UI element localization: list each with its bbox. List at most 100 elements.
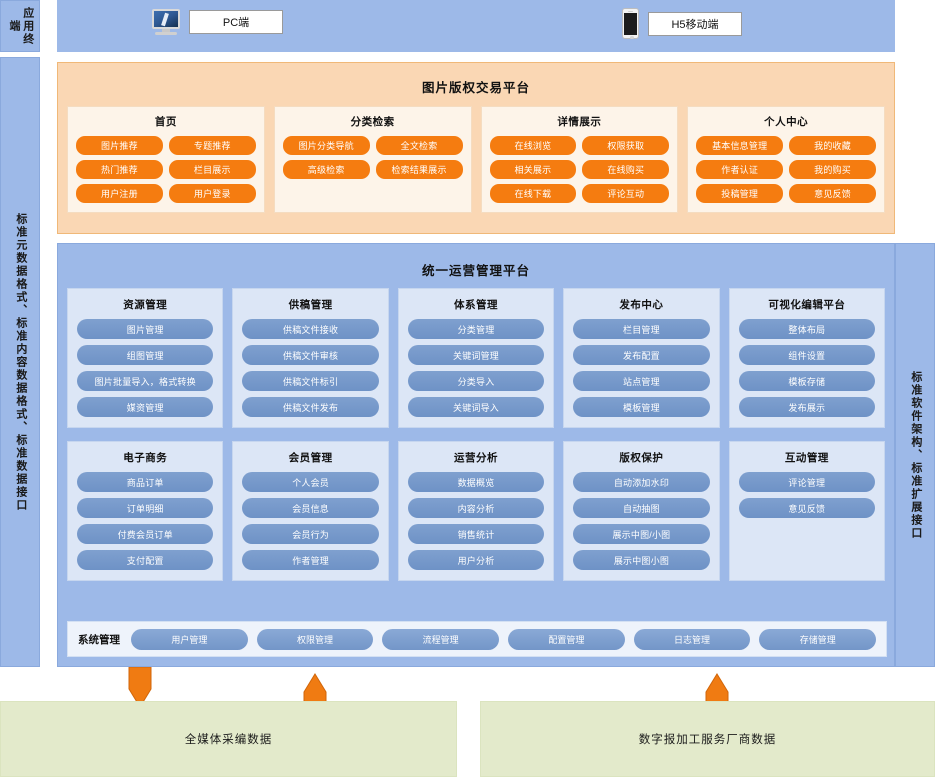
feature-pill[interactable]: 检索结果展示 xyxy=(375,160,463,179)
feature-pill[interactable]: 用户注册 xyxy=(76,184,163,203)
orange-card-title: 个人中心 xyxy=(764,116,809,128)
feature-pill[interactable]: 栏目展示 xyxy=(168,160,256,179)
blue-card-operations-analysis: 运营分析 数据概览 内容分析 销售统计 用户分析 xyxy=(397,441,555,581)
module-pill[interactable]: 会员行为 xyxy=(242,524,379,544)
terminal-pc[interactable]: PC端 xyxy=(152,8,283,36)
blue-card-title: 互动管理 xyxy=(784,452,829,464)
module-pill[interactable]: 用户分析 xyxy=(407,550,545,570)
blue-card-title: 发布中心 xyxy=(619,299,664,311)
feature-pill[interactable]: 图片分类导航 xyxy=(282,136,370,155)
orange-card-detail-display: 详情展示 在线浏览 权限获取 相关展示 在线购买 在线下载 评论互动 xyxy=(480,106,679,213)
feature-pill[interactable]: 用户登录 xyxy=(168,184,256,203)
image-copyright-trading-platform: 图片版权交易平台 首页 图片推荐 专题推荐 热门推荐 栏目展示 用户注册 用户登… xyxy=(57,62,895,234)
module-pill[interactable]: 站点管理 xyxy=(573,371,710,391)
module-pill[interactable]: 商品订单 xyxy=(77,472,214,492)
module-pill[interactable]: 图片管理 xyxy=(77,319,214,339)
desktop-monitor-icon xyxy=(152,8,180,36)
blue-card-contribution-management: 供稿管理 供稿文件接收 供稿文件审核 供稿文件标引 供稿文件发布 xyxy=(232,288,389,428)
feature-pill[interactable]: 高级检索 xyxy=(282,160,370,179)
module-pill[interactable]: 供稿文件审核 xyxy=(242,345,379,365)
arrow-down-orange xyxy=(123,667,157,709)
feature-pill[interactable]: 基本信息管理 xyxy=(696,136,784,155)
system-management-title: 系统管理 xyxy=(78,633,120,646)
blue-platform-title: 统一运营管理平台 xyxy=(421,264,530,278)
module-pill[interactable]: 内容分析 xyxy=(407,498,545,518)
orange-card-personal-center: 个人中心 基本信息管理 我的收藏 作者认证 我的购买 投稿管理 意见反馈 xyxy=(687,106,885,213)
module-pill[interactable]: 自动抽图 xyxy=(573,498,710,518)
blue-card-member-management: 会员管理 个人会员 会员信息 会员行为 作者管理 xyxy=(232,441,389,581)
module-pill[interactable]: 自动添加水印 xyxy=(573,472,710,492)
module-pill[interactable]: 订单明细 xyxy=(77,498,214,518)
module-pill[interactable]: 展示中图/小图 xyxy=(573,524,710,544)
blue-card-resource-management: 资源管理 图片管理 组图管理 图片批量导入，格式转换 媒资管理 xyxy=(67,288,224,428)
blue-card-title: 会员管理 xyxy=(288,452,333,464)
module-pill[interactable]: 分类导入 xyxy=(407,371,545,391)
module-pill[interactable]: 付费会员订单 xyxy=(77,524,214,544)
feature-pill[interactable]: 我的购买 xyxy=(789,160,876,179)
feature-pill[interactable]: 权限获取 xyxy=(582,136,670,155)
module-pill[interactable]: 销售统计 xyxy=(407,524,545,544)
feature-pill[interactable]: 在线浏览 xyxy=(489,136,577,155)
feature-pill[interactable]: 意见反馈 xyxy=(789,184,876,203)
module-pill[interactable]: 模板存储 xyxy=(738,371,876,391)
module-pill[interactable]: 作者管理 xyxy=(242,550,379,570)
blue-platform-row-2: 电子商务 商品订单 订单明细 付费会员订单 支付配置 会员管理 个人会员 会员信… xyxy=(58,428,894,581)
module-pill[interactable]: 分类管理 xyxy=(407,319,545,339)
system-management-bar: 系统管理 用户管理 权限管理 流程管理 配置管理 日志管理 存储管理 xyxy=(67,621,887,657)
feature-pill[interactable]: 图片推荐 xyxy=(76,136,163,155)
terminal-h5[interactable]: H5移动端 xyxy=(622,8,742,39)
system-pill[interactable]: 存储管理 xyxy=(759,628,877,650)
module-pill[interactable]: 数据概览 xyxy=(407,472,545,492)
blue-platform-row-1: 资源管理 图片管理 组图管理 图片批量导入，格式转换 媒资管理 供稿管理 供稿文… xyxy=(58,279,894,428)
rail-app-terminal: 应用终端 xyxy=(0,0,40,52)
module-pill[interactable]: 供稿文件发布 xyxy=(242,397,379,417)
feature-pill[interactable]: 评论互动 xyxy=(582,184,670,203)
feature-pill[interactable]: 在线下载 xyxy=(489,184,577,203)
mobile-phone-icon xyxy=(622,8,639,39)
module-pill[interactable]: 整体布局 xyxy=(738,319,876,339)
feature-pill[interactable]: 在线购买 xyxy=(582,160,670,179)
feature-pill[interactable]: 专题推荐 xyxy=(168,136,256,155)
module-pill[interactable]: 栏目管理 xyxy=(573,319,710,339)
blue-card-interaction-management: 互动管理 评论管理 意见反馈 xyxy=(728,441,886,581)
feature-pill[interactable]: 我的收藏 xyxy=(789,136,876,155)
feature-pill[interactable]: 热门推荐 xyxy=(76,160,163,179)
rail-left-standards-label: 标准元数据格式、标准内容数据格式、标准数据接口 xyxy=(14,212,27,512)
module-pill[interactable]: 支付配置 xyxy=(77,550,214,570)
rail-left-standards: 标准元数据格式、标准内容数据格式、标准数据接口 xyxy=(0,57,40,667)
module-pill[interactable]: 组件设置 xyxy=(738,345,876,365)
blue-card-taxonomy-management: 体系管理 分类管理 关键词管理 分类导入 关键词导入 xyxy=(397,288,555,428)
module-pill[interactable]: 模板管理 xyxy=(573,397,710,417)
feature-pill[interactable]: 相关展示 xyxy=(489,160,577,179)
module-pill[interactable]: 发布配置 xyxy=(573,345,710,365)
system-pill[interactable]: 权限管理 xyxy=(256,628,374,650)
module-pill[interactable]: 评论管理 xyxy=(738,472,876,492)
feature-pill[interactable]: 全文检索 xyxy=(375,136,463,155)
module-pill[interactable]: 展示中图小图 xyxy=(573,550,710,570)
feature-pill[interactable]: 作者认证 xyxy=(696,160,784,179)
module-pill[interactable]: 供稿文件标引 xyxy=(242,371,379,391)
module-pill[interactable]: 关键词管理 xyxy=(407,345,545,365)
unified-operations-management-platform: 统一运营管理平台 资源管理 图片管理 组图管理 图片批量导入，格式转换 媒资管理… xyxy=(57,243,895,667)
module-pill[interactable]: 供稿文件接收 xyxy=(242,319,379,339)
rail-right-standards: 标准软件架构、标准扩展接口 xyxy=(895,243,935,667)
system-pill[interactable]: 配置管理 xyxy=(508,628,625,650)
system-pill[interactable]: 日志管理 xyxy=(633,628,751,650)
rail-right-standards-label: 标准软件架构、标准扩展接口 xyxy=(909,370,922,540)
data-source-label: 数字报加工服务厂商数据 xyxy=(638,734,777,746)
orange-platform-title: 图片版权交易平台 xyxy=(421,81,530,95)
module-pill[interactable]: 图片批量导入，格式转换 xyxy=(77,371,214,391)
terminal-h5-label: H5移动端 xyxy=(648,11,742,36)
module-pill[interactable]: 个人会员 xyxy=(242,472,379,492)
system-pill[interactable]: 流程管理 xyxy=(382,628,500,650)
blue-card-title: 资源管理 xyxy=(123,299,168,311)
module-pill[interactable]: 关键词导入 xyxy=(407,397,545,417)
blue-card-title: 体系管理 xyxy=(454,299,499,311)
system-pill[interactable]: 用户管理 xyxy=(131,628,248,650)
module-pill[interactable]: 发布展示 xyxy=(738,397,876,417)
module-pill[interactable]: 媒资管理 xyxy=(77,397,214,417)
module-pill[interactable]: 会员信息 xyxy=(242,498,379,518)
module-pill[interactable]: 组图管理 xyxy=(77,345,214,365)
module-pill[interactable]: 意见反馈 xyxy=(738,498,876,518)
feature-pill[interactable]: 投稿管理 xyxy=(696,184,784,203)
